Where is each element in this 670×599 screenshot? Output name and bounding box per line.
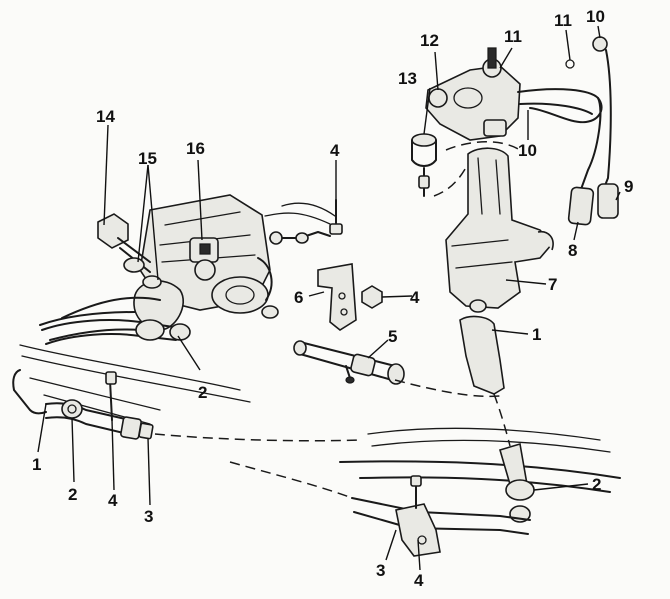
power-steering-gear xyxy=(411,36,619,226)
callout-11-gear: 11 xyxy=(504,27,522,46)
callout-12: 12 xyxy=(420,31,439,50)
callout-4-top: 4 xyxy=(330,141,340,160)
left-frame-lines xyxy=(12,311,251,425)
callout-10-top: 10 xyxy=(586,7,605,26)
callout-2-right: 2 xyxy=(592,475,602,494)
callout-15: 15 xyxy=(138,149,157,168)
callout-13: 13 xyxy=(398,69,417,88)
callout-4-middle: 4 xyxy=(410,288,420,307)
left-lower-linkage xyxy=(45,371,361,442)
callout-14: 14 xyxy=(96,107,115,126)
left-center-tube xyxy=(41,296,191,345)
right-lower-frame xyxy=(229,427,621,557)
callout-7: 7 xyxy=(548,275,558,294)
callout-9: 9 xyxy=(624,177,634,196)
callout-5: 5 xyxy=(388,327,398,346)
callout-16: 16 xyxy=(186,139,205,158)
callout-3-left: 3 xyxy=(144,507,154,526)
callout-4-right: 4 xyxy=(414,571,424,590)
middle-bracket-group xyxy=(264,199,501,398)
callout-8: 8 xyxy=(568,241,578,260)
callout-1-left: 1 xyxy=(32,455,42,474)
callout-6: 6 xyxy=(294,288,304,307)
callout-2-left-middle: 2 xyxy=(198,383,208,402)
callout-1-right: 1 xyxy=(532,325,542,344)
callout-3-right: 3 xyxy=(376,561,386,580)
callout-2-left: 2 xyxy=(68,485,78,504)
callout-11-top: 11 xyxy=(554,11,572,30)
callout-4-left: 4 xyxy=(108,491,118,510)
steering-box-assembly xyxy=(97,194,279,333)
callout-10-gear: 10 xyxy=(518,141,537,160)
leader-lines xyxy=(37,25,621,571)
column-reservoir xyxy=(445,147,554,447)
